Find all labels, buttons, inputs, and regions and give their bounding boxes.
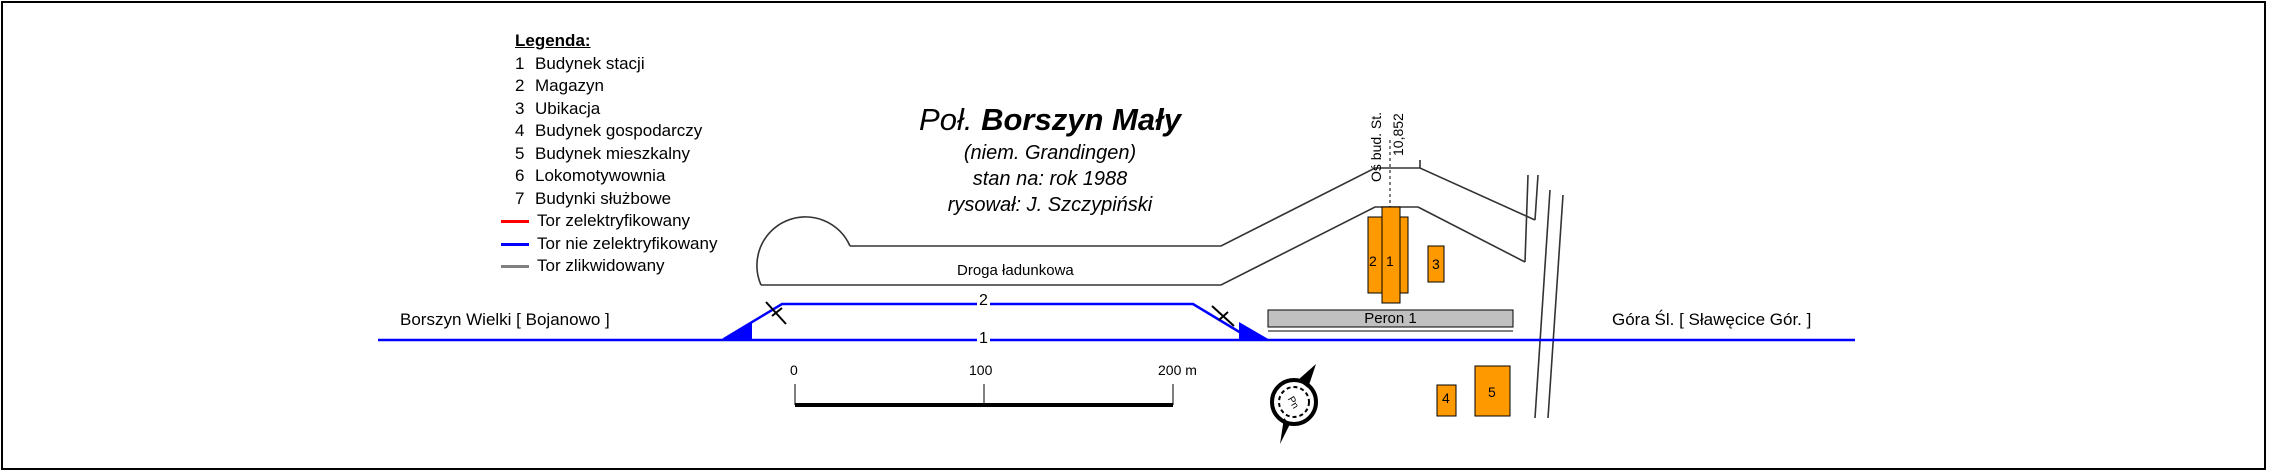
compass-label: Pn <box>1285 395 1301 411</box>
direction-east: Góra Śl. [ Sławęcice Gór. ] <box>1612 310 1812 329</box>
legend-line-item: Tor zlikwidowany <box>501 255 717 278</box>
platform-1 <box>1267 309 1514 328</box>
building-5 <box>1474 365 1511 417</box>
track-1-label: 1 <box>977 330 990 348</box>
state-year: stan na: rok 1988 <box>972 168 1128 190</box>
building-4-label: 4 <box>1442 390 1450 406</box>
loading-road-upper-edge <box>850 167 1536 247</box>
scale-tick-200: 200 m <box>1158 362 1197 378</box>
building-2-label: 2 <box>1369 253 1377 269</box>
track-2-label: 2 <box>977 292 990 310</box>
compass-icon: Pn <box>1270 364 1318 444</box>
author: rysował: J. Szczypiński <box>947 194 1153 216</box>
building-1-label: 1 <box>1386 253 1394 269</box>
road-east-line-b <box>1534 189 1551 419</box>
derailer-east <box>1211 305 1235 327</box>
road-east-line-c <box>1547 194 1564 419</box>
legend-line-item: Tor zelektryfikowany <box>501 210 717 233</box>
derailer-west <box>765 301 787 325</box>
german-name: (niem. Grandingen) <box>963 142 1137 164</box>
building-1-wing <box>1399 216 1409 294</box>
scale-bar <box>794 384 1174 407</box>
building-3-label: 3 <box>1432 256 1440 272</box>
scale-tick-100: 100 <box>969 362 993 378</box>
switch-west <box>720 322 752 340</box>
loading-road-loop <box>756 216 851 286</box>
buildings <box>1367 206 1511 417</box>
building-5-label: 5 <box>1488 384 1496 400</box>
legend-title: Legenda: <box>515 31 591 50</box>
road-branch-east <box>1417 160 1526 263</box>
road-label: Droga ładunkowa <box>957 262 1074 279</box>
switch-east <box>1239 322 1270 340</box>
legend-swatch-red <box>501 220 529 224</box>
direction-west: Borszyn Wielki [ Bojanowo ] <box>400 310 610 329</box>
title-block: Poł. Borszyn Mały (niem. Grandingen) sta… <box>850 100 1250 218</box>
platform-label: Peron 1 <box>1364 310 1417 327</box>
station-title: Poł. Borszyn Mały <box>919 102 1181 137</box>
scale-tick-0: 0 <box>790 362 798 378</box>
road-east-line-a <box>1534 174 1539 221</box>
building-4 <box>1436 384 1457 417</box>
legend-swatch-gray <box>501 265 529 269</box>
axis-km: 10,852 <box>1390 113 1406 156</box>
axis-label: Oś bud. St. <box>1368 111 1384 182</box>
legend-line-item: Tor nie zelektryfikowany <box>501 233 717 256</box>
building-3 <box>1427 245 1445 283</box>
legend-swatch-blue <box>501 242 529 246</box>
road-east-line-d <box>1524 174 1529 263</box>
